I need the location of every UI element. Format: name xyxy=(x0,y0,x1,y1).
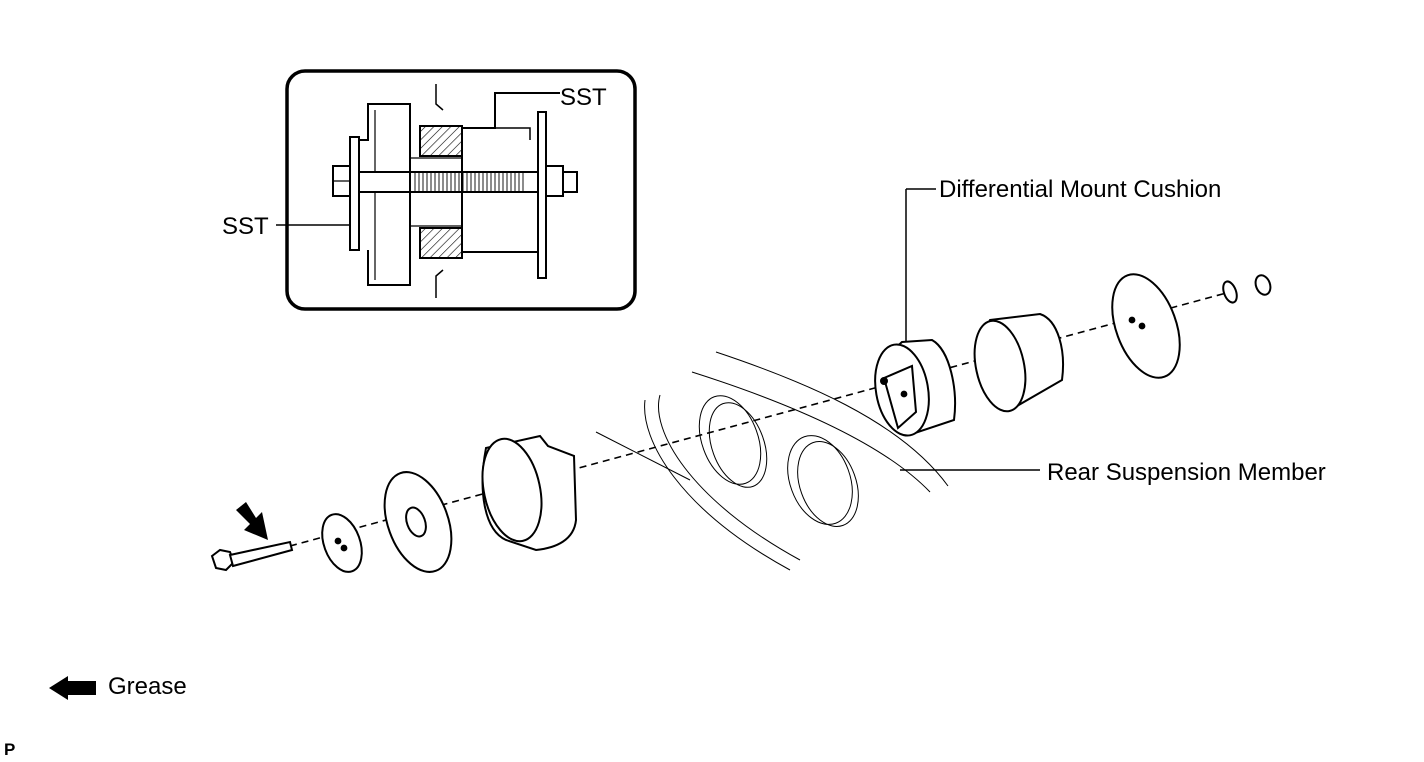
differential-mount-cushion-label: Differential Mount Cushion xyxy=(939,176,1222,203)
sst-inset xyxy=(276,69,637,311)
bolt-grease-arrow xyxy=(236,502,268,540)
bushing-bottom xyxy=(419,227,463,259)
dmc-leader xyxy=(905,188,936,342)
rear-suspension-member xyxy=(595,351,1040,571)
assembly-axis xyxy=(289,291,1231,547)
differential-mount-cushion xyxy=(874,338,956,437)
sst-top-label: SST xyxy=(560,84,607,111)
bolt xyxy=(210,540,294,572)
rear-washer-plate xyxy=(1111,273,1181,379)
sst-right-cup xyxy=(462,92,560,129)
spring-washer xyxy=(1222,280,1238,304)
grease-legend-label: Grease xyxy=(108,673,187,700)
inset-frame xyxy=(285,69,637,311)
bushing-top xyxy=(419,125,463,157)
rear-suspension-member-label: Rear Suspension Member xyxy=(1047,459,1326,486)
front-collar xyxy=(481,434,578,552)
sst-right-plate xyxy=(537,111,547,279)
inner-sleeve xyxy=(973,312,1064,413)
nut xyxy=(545,165,564,197)
sst-left-label: SST xyxy=(222,213,269,240)
sst-left-plate xyxy=(349,136,360,251)
figure-code: P xyxy=(4,740,16,759)
small-washer xyxy=(321,513,363,573)
large-washer xyxy=(383,471,453,573)
left-arrow-icon xyxy=(49,676,96,700)
end-nut xyxy=(1254,274,1272,296)
